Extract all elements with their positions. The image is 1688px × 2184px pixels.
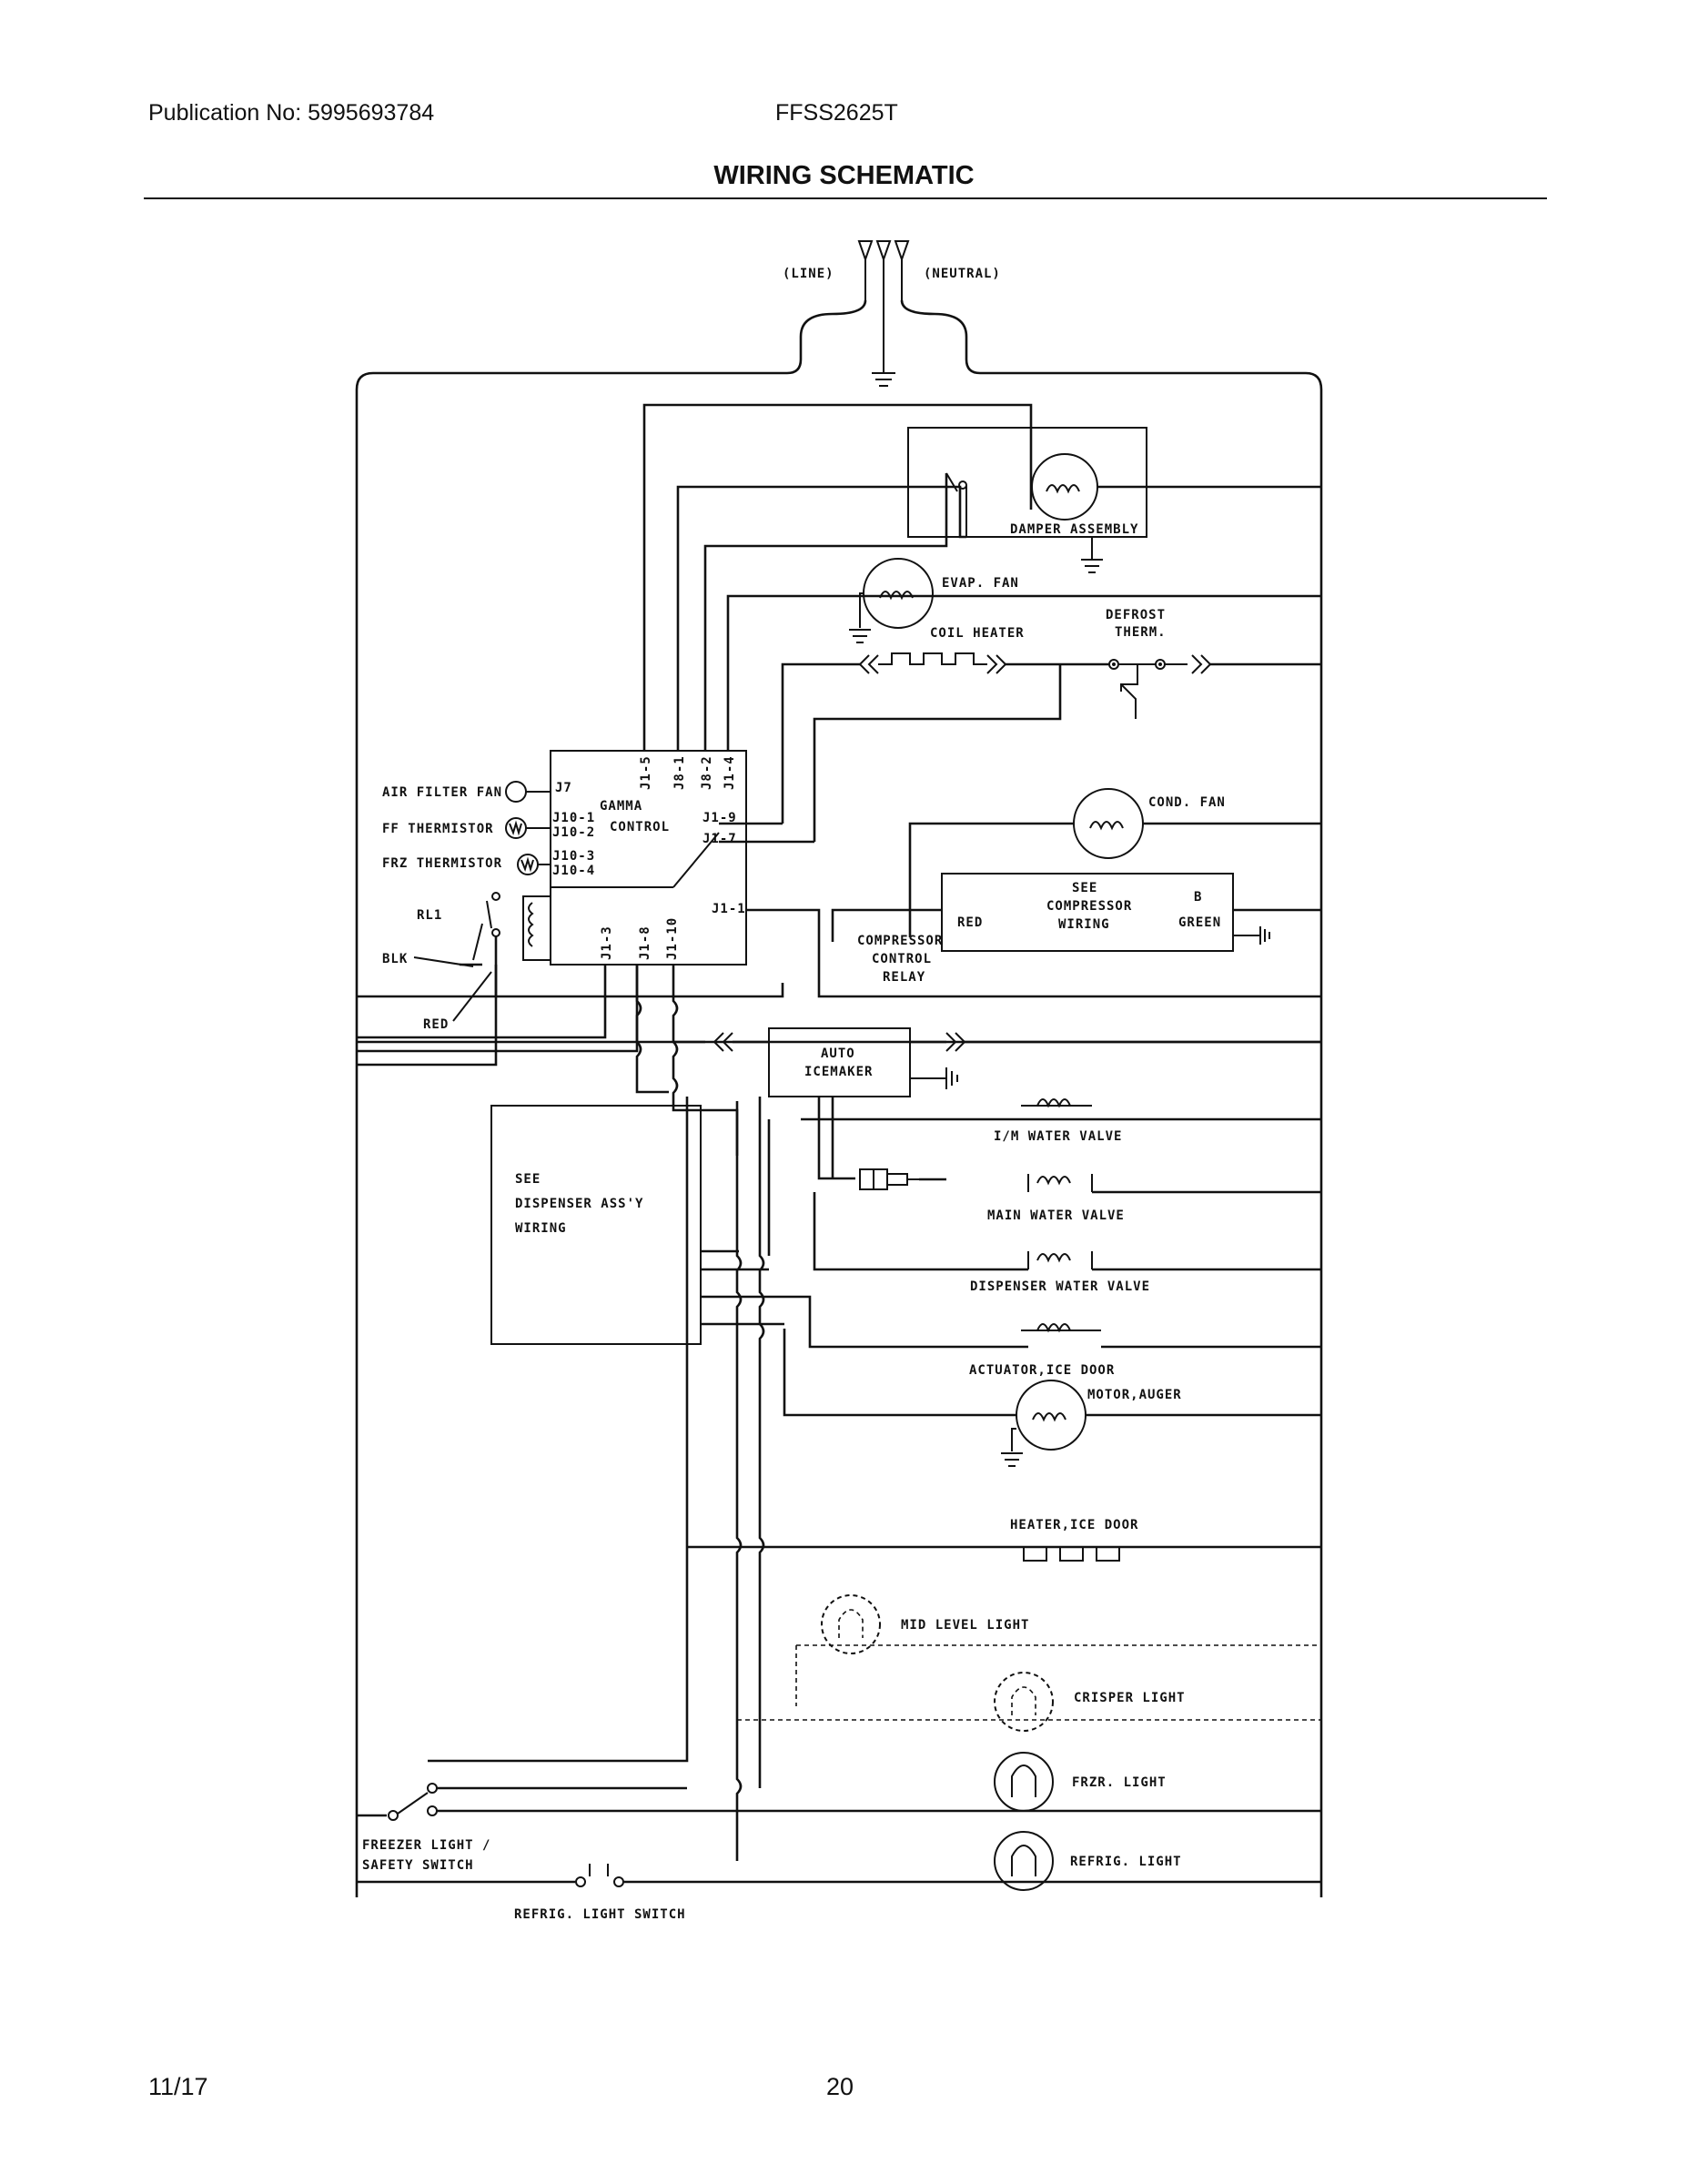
dispenser-label-3: WIRING (515, 1221, 567, 1236)
heater-ice-door-label: HEATER,ICE DOOR (1010, 1518, 1138, 1532)
compressor-green-label: GREEN (1178, 915, 1221, 930)
j8-1-label: J8-1 (672, 755, 687, 790)
actuator-ice-door (701, 1295, 1321, 1349)
crisper-light-label: CRISPER LIGHT (1074, 1691, 1186, 1705)
evap-fan (849, 558, 934, 643)
gamma-control (550, 750, 1321, 998)
defrost-therm-label-2: THERM. (1115, 625, 1167, 640)
actuator-ice-door-label: ACTUATOR,ICE DOOR (969, 1363, 1115, 1378)
j1-10-label: J1-10 (665, 917, 680, 960)
damper-assembly-label: DAMPER ASSEMBLY (1010, 522, 1138, 537)
ff-thermistor-label: FF THERMISTOR (382, 822, 494, 836)
coil-heater (781, 652, 1110, 842)
crisper-light (737, 1672, 1321, 1732)
cond-fan-label: COND. FAN (1148, 795, 1226, 810)
dispenser-label-1: SEE (515, 1172, 541, 1187)
publication-number: Publication No: 5995693784 (148, 100, 435, 126)
main-water-valve (813, 1168, 1321, 1271)
im-water-valve (801, 1097, 1321, 1180)
frzr-light (769, 1752, 1321, 1813)
cond-fan (908, 788, 1321, 937)
heater-ice-door (1023, 1546, 1120, 1562)
relay-label-3: RELAY (883, 970, 925, 985)
j1-7-label: J1-7 (702, 832, 737, 846)
coil-heater-label: COIL HEATER (930, 626, 1025, 641)
j1-5-label: J1-5 (639, 755, 653, 790)
refrig-light-switch-label: REFRIG. LIGHT SWITCH (514, 1907, 686, 1922)
gamma-control-label-1: GAMMA (600, 799, 642, 814)
auto-icemaker-label-2: ICEMAKER (804, 1065, 873, 1079)
j10-3-label: J10-3 (552, 849, 595, 864)
title-rule (144, 197, 1547, 199)
compressor-box (831, 873, 1321, 952)
rl1-label: RL1 (417, 908, 442, 923)
model-number: FFSS2625T (775, 100, 898, 126)
page-title: WIRING SCHEMATIC (713, 161, 975, 190)
relay-label-2: CONTROL (872, 952, 932, 966)
see-compressor-label-3: WIRING (1058, 917, 1110, 932)
air-filter-fan-label: AIR FILTER FAN (382, 785, 502, 800)
mid-level-light-label: MID LEVEL LIGHT (901, 1618, 1029, 1633)
j1-1-label: J1-1 (712, 902, 746, 916)
j10-4-label: J10-4 (552, 864, 595, 878)
dispenser-box (428, 1097, 784, 1763)
compressor-b-label: B (1194, 890, 1202, 905)
refrig-light (737, 1831, 1321, 1891)
ff-thermistor-icon (505, 817, 551, 839)
freezer-switch-label-1: FREEZER LIGHT / (362, 1838, 490, 1853)
dispenser-water-valve (701, 1251, 1321, 1271)
j1-4-label: J1-4 (723, 755, 737, 790)
refrig-light-label: REFRIG. LIGHT (1070, 1855, 1182, 1869)
relay-label-1: COMPRESSOR (857, 934, 943, 948)
evap-fan-label: EVAP. FAN (942, 576, 1019, 591)
j1-8-label: J1-8 (638, 925, 652, 960)
main-water-valve-label: MAIN WATER VALVE (987, 1208, 1125, 1223)
freezer-switch-label-2: SAFETY SWITCH (362, 1858, 474, 1873)
dispenser-water-valve-label: DISPENSER WATER VALVE (970, 1279, 1150, 1294)
gamma-control-label-2: CONTROL (610, 820, 670, 834)
freezer-light-safety-switch (357, 1783, 769, 1821)
power-cord (355, 240, 1323, 1897)
see-compressor-label-1: SEE (1072, 881, 1097, 895)
damper-assembly (907, 427, 1321, 573)
footer-date: 11/17 (148, 2073, 208, 2100)
mid-level-light (795, 1594, 1321, 1706)
compressor-red-label: RED (957, 915, 983, 930)
neutral-label: (NEUTRAL) (924, 267, 1001, 281)
page-number: 20 (826, 2073, 854, 2100)
see-compressor-label-2: COMPRESSOR (1046, 899, 1132, 914)
frz-thermistor-icon (517, 854, 551, 875)
dispenser-label-2: DISPENSER ASS'Y (515, 1197, 643, 1211)
auto-icemaker-label-1: AUTO (821, 1046, 855, 1061)
j7-label: J7 (555, 781, 572, 795)
motor-auger (783, 1329, 1321, 1467)
motor-auger-label: MOTOR,AUGER (1087, 1388, 1182, 1402)
refrig-light-switch (357, 1864, 737, 1887)
j1-9-label: J1-9 (702, 811, 737, 825)
j10-2-label: J10-2 (552, 825, 595, 840)
defrost-therm (1108, 654, 1321, 719)
auto-icemaker (673, 1027, 1321, 1097)
line-label: (LINE) (783, 267, 834, 281)
defrost-therm-label-1: DEFROST (1106, 608, 1166, 622)
j10-1-label: J10-1 (552, 811, 595, 825)
j8-2-label: J8-2 (700, 755, 714, 790)
vertical-bus (687, 1097, 1321, 1861)
im-water-valve-label: I/M WATER VALVE (994, 1129, 1122, 1144)
red-left-label: RED (423, 1017, 449, 1032)
air-filter-fan-motor-icon (505, 781, 551, 803)
blk-label: BLK (382, 952, 408, 966)
j1-3-label: J1-3 (600, 925, 614, 960)
frz-thermistor-label: FRZ THERMISTOR (382, 856, 502, 871)
frzr-light-label: FRZR. LIGHT (1072, 1775, 1167, 1790)
